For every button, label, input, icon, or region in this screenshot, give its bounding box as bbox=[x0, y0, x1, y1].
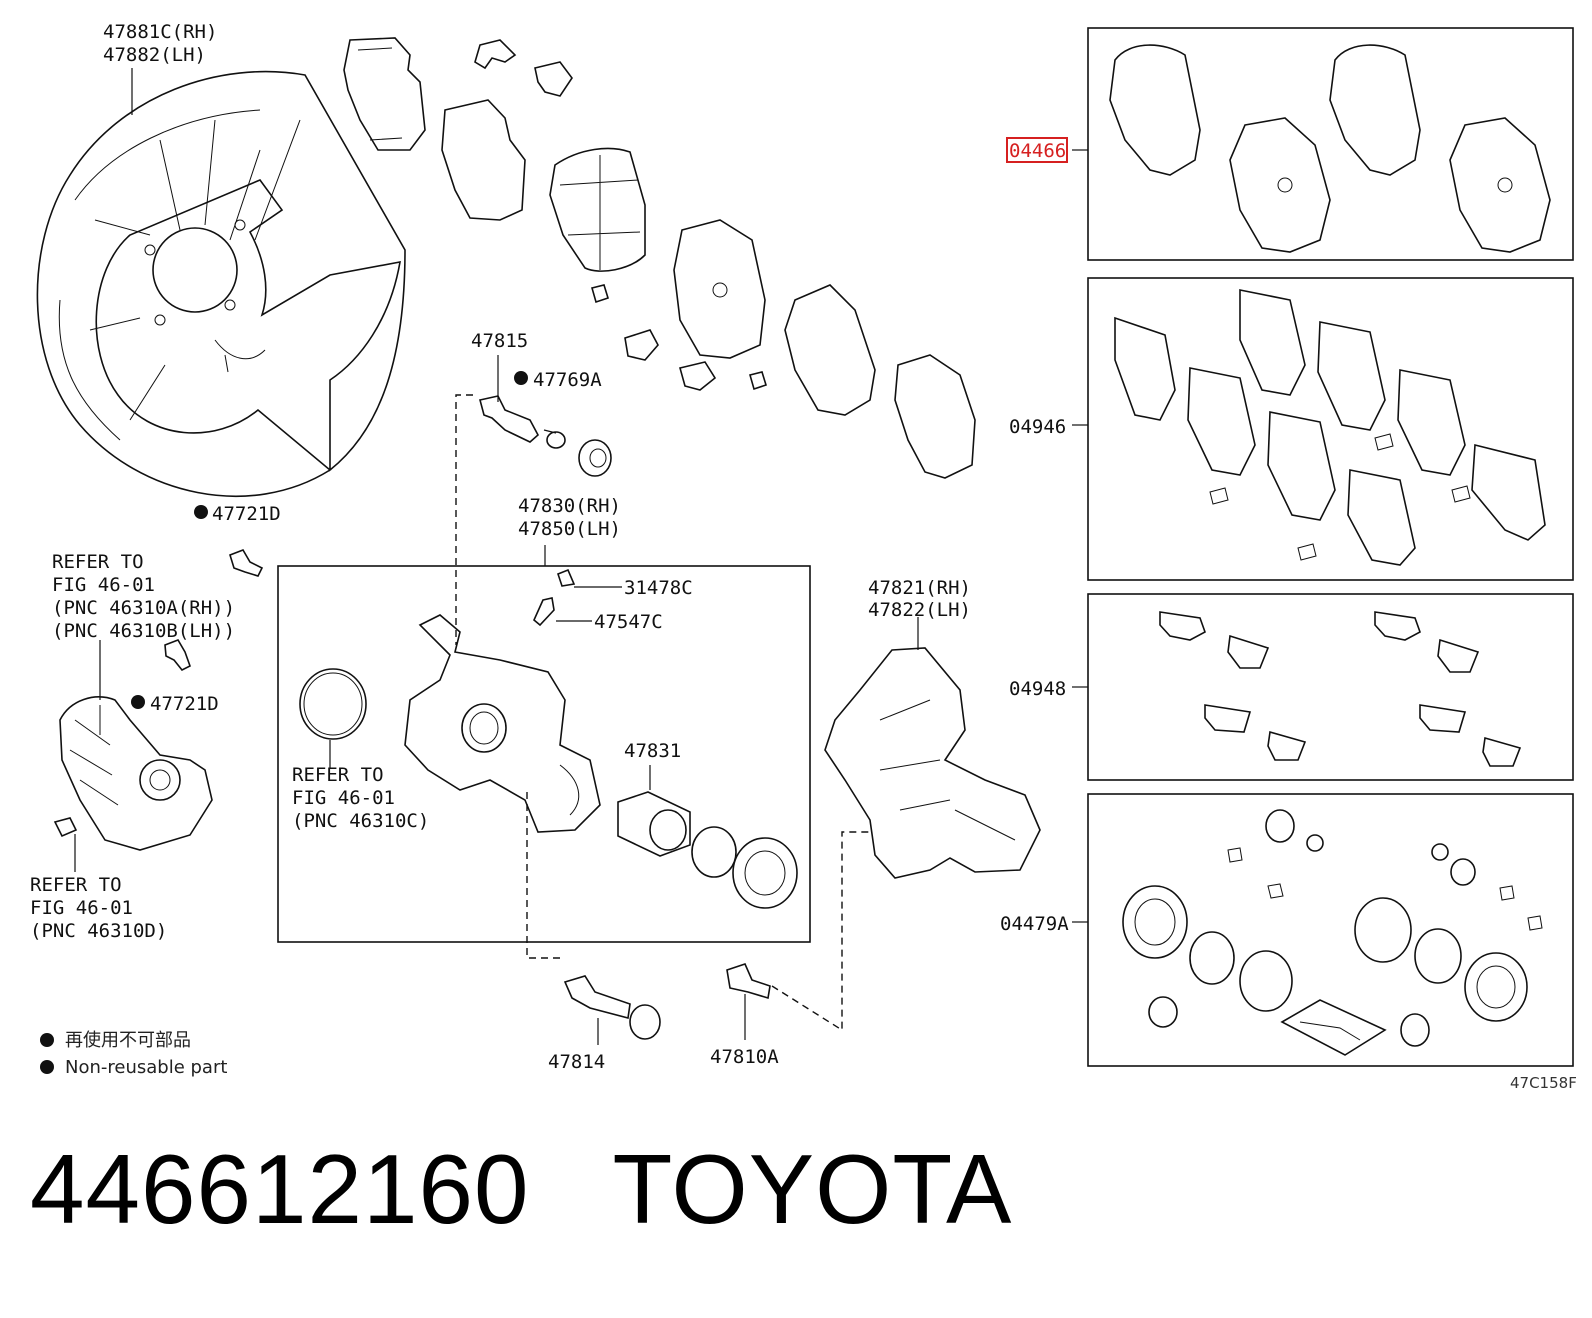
pad-clip-3[interactable] bbox=[624, 329, 659, 361]
bolt-47721d-1[interactable] bbox=[229, 549, 264, 577]
label-47831[interactable]: 47831 bbox=[624, 740, 681, 762]
kit-box-pads bbox=[1087, 27, 1574, 261]
dust-cover-shield[interactable] bbox=[36, 70, 406, 497]
label-47815[interactable]: 47815 bbox=[471, 330, 528, 352]
anti-squeal-shim-inner[interactable] bbox=[441, 99, 526, 221]
pad-clip-4[interactable] bbox=[679, 361, 717, 391]
label-refer-plug-2: FIG 46-01 bbox=[30, 897, 133, 919]
highlight-box bbox=[1006, 137, 1068, 163]
kit-seals-contents[interactable] bbox=[1122, 809, 1543, 1056]
label-47830[interactable]: 47830(RH) bbox=[518, 495, 621, 517]
guide-pin-upper[interactable] bbox=[479, 395, 540, 443]
non-reusable-dot-3 bbox=[131, 695, 145, 709]
parking-brake-actuator[interactable] bbox=[59, 696, 213, 851]
pad-clip-small-1[interactable] bbox=[591, 284, 609, 304]
label-refer-actuator-3: (PNC 46310A(RH)) bbox=[52, 597, 235, 619]
legend-japanese: 再使用不可部品 bbox=[65, 1030, 191, 1051]
label-47721d-2[interactable]: 47721D bbox=[150, 693, 219, 715]
kit-pads-contents[interactable] bbox=[1109, 44, 1551, 253]
caliper-cylinder[interactable] bbox=[404, 614, 601, 833]
anti-squeal-shim-outer[interactable] bbox=[343, 37, 426, 151]
guide-pin-lower[interactable] bbox=[563, 975, 631, 1020]
brake-parts-diagram: 47881C(RH) 47882(LH) 47815 47769A 47721D… bbox=[30, 21, 1577, 1090]
boot-lower[interactable] bbox=[629, 1004, 661, 1040]
non-reusable-dot-2 bbox=[194, 505, 208, 519]
bolt-47721d-2[interactable] bbox=[164, 639, 191, 672]
caliper-assembly-box bbox=[277, 565, 811, 943]
plug[interactable] bbox=[53, 817, 78, 838]
label-04948[interactable]: 04948 bbox=[1009, 678, 1066, 700]
label-refer-seal-1: REFER TO bbox=[292, 764, 384, 786]
part-caption: 446612160 TOYOTA bbox=[30, 1140, 1012, 1238]
label-31478c[interactable]: 31478C bbox=[624, 577, 693, 599]
pad-inner-top[interactable] bbox=[673, 219, 766, 359]
boot-upper[interactable] bbox=[578, 439, 612, 477]
part-number: 446612160 bbox=[30, 1134, 530, 1244]
piston-seal[interactable] bbox=[691, 826, 737, 878]
kit-shims-contents[interactable] bbox=[1114, 289, 1546, 566]
shim-plate-top[interactable] bbox=[784, 284, 876, 416]
label-refer-actuator-1: REFER TO bbox=[52, 551, 144, 573]
label-47882[interactable]: 47882(LH) bbox=[103, 44, 206, 66]
legend-dot-1 bbox=[40, 1033, 54, 1047]
kit-box-shims bbox=[1087, 277, 1574, 581]
guide-line-carrier bbox=[771, 831, 870, 1032]
brand-name: TOYOTA bbox=[612, 1134, 1013, 1244]
caliper-seal-ring[interactable] bbox=[299, 668, 367, 740]
guide-line-upper bbox=[455, 394, 473, 645]
bushing-upper[interactable] bbox=[546, 431, 566, 449]
label-refer-actuator-2: FIG 46-01 bbox=[52, 574, 155, 596]
cylinder-boot[interactable] bbox=[732, 837, 798, 909]
pad-clip-small-2[interactable] bbox=[749, 371, 767, 391]
label-47881c[interactable]: 47881C(RH) bbox=[103, 21, 217, 43]
shim-plate-top-2[interactable] bbox=[894, 354, 976, 479]
label-04479a[interactable]: 04479A bbox=[1000, 913, 1069, 935]
kit-clips-contents[interactable] bbox=[1159, 611, 1522, 767]
legend-english: Non-reusable part bbox=[65, 1057, 227, 1078]
non-reusable-dot-1 bbox=[514, 371, 528, 385]
caliper-mounting-carrier[interactable] bbox=[824, 647, 1041, 879]
bleeder-cap[interactable] bbox=[557, 568, 576, 587]
legend-dot-2 bbox=[40, 1060, 54, 1074]
label-04946[interactable]: 04946 bbox=[1009, 416, 1066, 438]
label-47810a[interactable]: 47810A bbox=[710, 1046, 779, 1068]
pad-clip-1[interactable] bbox=[474, 39, 517, 70]
caliper-piston[interactable] bbox=[617, 791, 691, 857]
label-04466[interactable]: 04466 bbox=[1009, 140, 1066, 162]
label-refer-seal-2: FIG 46-01 bbox=[292, 787, 395, 809]
label-47547c[interactable]: 47547C bbox=[594, 611, 663, 633]
label-refer-plug-1: REFER TO bbox=[30, 874, 122, 896]
label-47822[interactable]: 47822(LH) bbox=[868, 599, 971, 621]
label-47821[interactable]: 47821(RH) bbox=[868, 577, 971, 599]
label-47850[interactable]: 47850(LH) bbox=[518, 518, 621, 540]
label-refer-plug-3: (PNC 46310D) bbox=[30, 920, 167, 942]
pad-outer-top[interactable] bbox=[549, 147, 646, 272]
figure-code: 47C158F bbox=[1510, 1074, 1577, 1090]
bleeder-plug[interactable] bbox=[533, 597, 555, 627]
label-47814[interactable]: 47814 bbox=[548, 1051, 605, 1073]
kit-box-seals bbox=[1087, 793, 1574, 1067]
label-refer-seal-3: (PNC 46310C) bbox=[292, 810, 429, 832]
label-refer-actuator-4: (PNC 46310B(LH)) bbox=[52, 620, 235, 642]
label-47769a[interactable]: 47769A bbox=[533, 369, 602, 391]
label-47721d-1[interactable]: 47721D bbox=[212, 503, 281, 525]
carrier-bolt[interactable] bbox=[726, 963, 771, 1000]
pad-clip-2[interactable] bbox=[534, 61, 573, 97]
